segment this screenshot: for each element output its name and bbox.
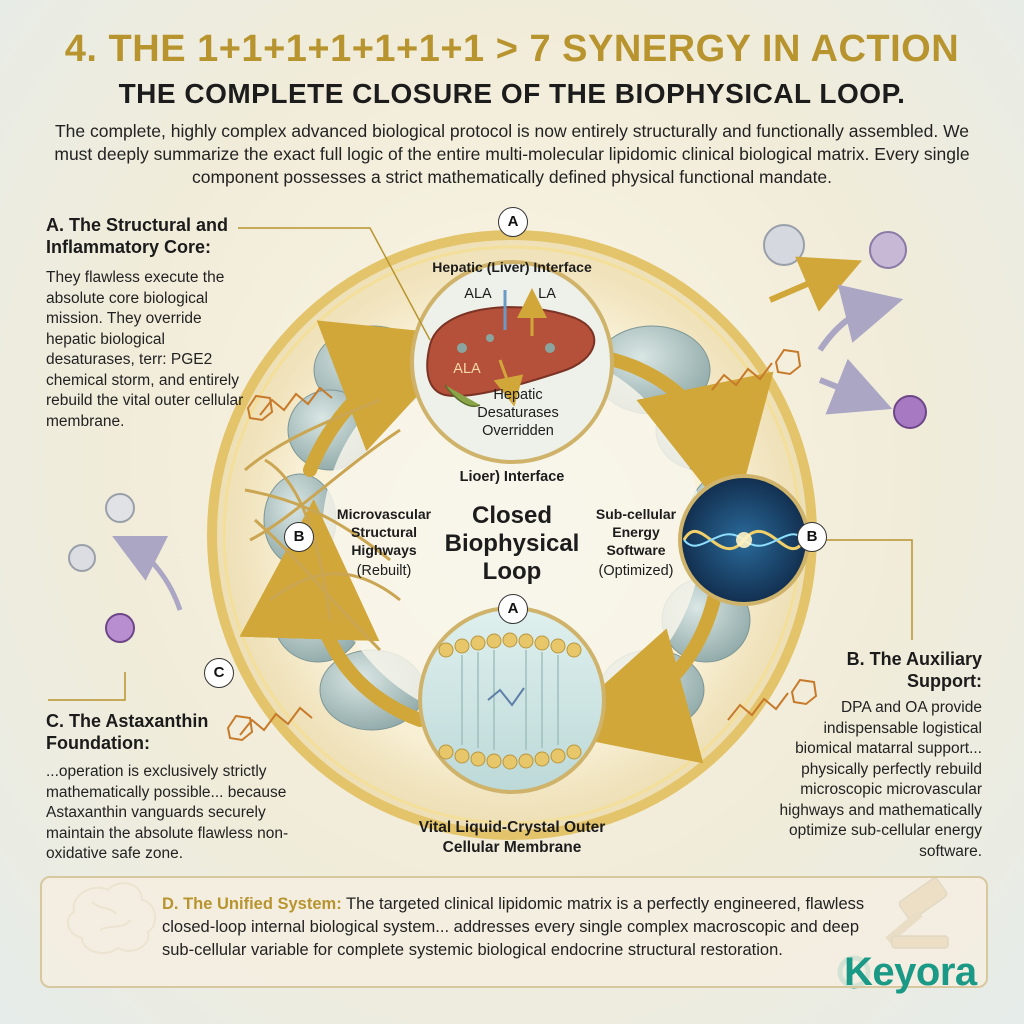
microvascular-highways-label: Microvascular Structural Highways: [336, 506, 432, 558]
badge-b-left: B: [284, 522, 314, 552]
page-title: 4. THE 1+1+1+1+1+1+1 > 7 SYNERGY IN ACTI…: [64, 28, 960, 70]
liver-icon: [426, 306, 596, 397]
ala-top-label: ALA: [464, 286, 492, 302]
brand-wordmark: Keyora: [844, 950, 977, 994]
la-label: LA: [538, 286, 556, 302]
liver-node: [410, 260, 614, 464]
microvascular-highways: [244, 398, 401, 652]
closed-loop-title: Closed Biophysical Loop: [444, 502, 580, 585]
energy-software-label: Sub-cellular Energy Software: [595, 506, 677, 558]
section-a: A. The Structural and Inflammatory Core:…: [46, 214, 246, 432]
lower-interface-label: Lioer) Interface: [459, 469, 565, 485]
badge-b-right: B: [797, 522, 827, 552]
hepatic-interface-label: Hepatic (Liver) Interface: [432, 259, 592, 275]
energy-software-note: (Optimized): [598, 563, 674, 579]
badge-a-top: A: [498, 207, 528, 237]
section-c-body: ...operation is exclusively strictly mat…: [46, 763, 289, 862]
molecule-chain-icon: [226, 348, 818, 742]
ala-liver-label: ALA: [453, 361, 481, 377]
membrane-node: [418, 606, 606, 794]
membrane-label: Vital Liquid-Crystal Outer Cellular Memb…: [418, 819, 606, 856]
hepatic-desaturases-note: Hepatic Desaturases Overridden: [477, 387, 559, 439]
section-a-body: They flawless execute the absolute core …: [46, 269, 244, 430]
unified-system-body: The targeted clinical lipidomic matrix i…: [162, 895, 865, 959]
page-subtitle: THE COMPLETE CLOSURE OF THE BIOPHYSICAL …: [118, 78, 906, 109]
unified-system-heading: D. The Unified System:: [162, 895, 342, 913]
unified-system-panel: [40, 876, 988, 988]
section-b-heading: B. The Auxiliary Support:: [846, 649, 982, 691]
virus-icon: [763, 224, 927, 429]
unified-system-text: D. The Unified System: The targeted clin…: [162, 893, 882, 962]
virus-icon: [68, 493, 183, 643]
section-c: C. The Astaxanthin Foundation: ...operat…: [46, 710, 302, 865]
microvascular-highways-note: (Rebuilt): [356, 563, 412, 579]
section-c-heading: C. The Astaxanthin Foundation:: [46, 711, 209, 753]
badge-c: C: [204, 658, 234, 688]
section-b-body: DPA and OA provide indispensable logisti…: [779, 699, 982, 860]
badge-a-membrane: A: [498, 594, 528, 624]
energy-software-node: [678, 474, 810, 606]
callout-lines: [48, 227, 913, 701]
intro-paragraph: The complete, highly complex advanced bi…: [54, 121, 970, 187]
section-a-heading: A. The Structural and Inflammatory Core:: [46, 215, 229, 257]
section-b: B. The Auxiliary Support: DPA and OA pro…: [772, 648, 982, 862]
